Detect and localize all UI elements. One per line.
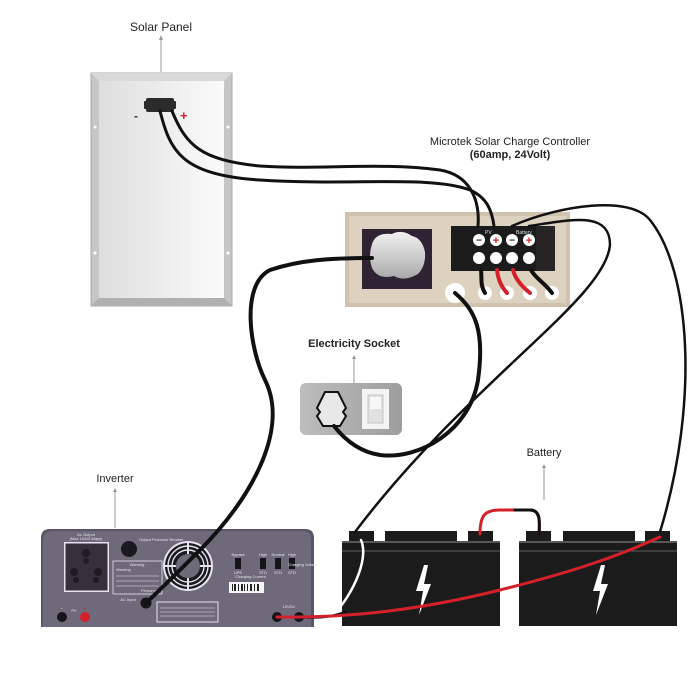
battery-terminal-negative[interactable] [349,531,374,542]
electricity-socket: Electricity Socket [300,338,402,435]
pv-plus-label: + [84,606,87,612]
svg-text:−: − [476,236,482,247]
svg-text:UPS: UPS [234,570,243,575]
pointer-arrow-icon [159,35,163,40]
ac-output-label: Ac Output [77,532,96,537]
terminal-screw [506,252,518,264]
socket-plug [315,391,348,427]
terminal-battery-label: Battery [516,230,532,236]
terminal-pv-label: PV [485,230,492,236]
wire-controller-to-ac-input [144,256,374,605]
terminal-screw [523,252,535,264]
pointer-arrow-icon [542,464,546,468]
terminal-pv-plus[interactable]: + [490,234,502,247]
panel-plus-label: + [180,108,188,123]
svg-text:High: High [288,552,296,557]
ac-input-label: AC Input [120,597,136,602]
warning-title: Warning [130,562,145,567]
barcode [229,582,264,593]
terminal-screw [490,252,502,264]
warning-box [112,560,163,595]
warning-personnel: Personnel [141,588,159,593]
controller-title: Microtek Solar Charge Controller [430,136,591,148]
svg-text:+: + [526,235,532,247]
charge-controller: Microtek Solar Charge Controller (60amp,… [345,136,590,307]
output-breaker[interactable] [121,541,137,557]
terminal-pv-minus[interactable]: − [473,234,485,247]
wire-internal-red [511,268,532,295]
breaker-label: Output Protector Breaker [139,537,184,542]
wire-socket-to-controller [332,291,483,458]
bolt-icon [593,565,608,615]
wire-battery-link [478,508,541,536]
terminal-screw [473,252,485,264]
svg-text:High: High [259,552,267,557]
svg-text:+: + [493,235,499,247]
svg-text:−: − [509,236,515,247]
panel-minus-label: - [134,109,138,123]
wire-internal-red [495,268,509,295]
controller-spec: (60amp, 24Volt) [470,149,551,161]
inverter-switch-3[interactable]: Normal STD [272,552,285,575]
battery-2 [519,531,677,626]
pv-minus-label: − [61,606,64,611]
pv-label: PV [71,608,77,613]
wire-battery-negative-white [328,538,365,620]
pv-plus-terminal[interactable] [80,612,90,622]
solar-panel-label: Solar Panel [130,20,192,34]
svg-text:STD: STD [288,570,296,575]
pointer-arrow-icon [113,488,117,492]
battery-label: Battery [527,447,562,459]
ac-output-sub-label: (Max 10A/3 Ways) [70,536,103,541]
svg-text:STD: STD [259,570,267,575]
wire-pv-positive [158,109,496,228]
terminal-battery-minus[interactable]: − [506,234,518,247]
wire-controller-battery-minus [353,218,612,534]
svg-text:Normal: Normal [272,552,285,557]
inverter-switch-4[interactable]: High STD [288,552,296,575]
inverter-switch-2[interactable]: High STD [259,552,267,575]
inverter-vent [156,601,219,623]
battery-bank: Battery [342,447,677,626]
controller-plug [370,231,426,279]
charging-voltage-label: Charging Voltage [288,562,319,567]
inverter: Inverter Ac Output (Max 10A/3 Ways) Warn… [41,473,319,627]
inverter-switch-1[interactable]: Bypass UPS [231,552,244,575]
battery-terminal-negative[interactable] [526,531,551,542]
solar-panel: Solar Panel - + [90,20,233,307]
charging-current-label: Charging Current [235,574,267,579]
inverter-label: Inverter [96,473,134,485]
pv-minus-terminal[interactable] [57,612,67,622]
battery-1 [342,531,500,626]
svg-text:STD: STD [274,570,282,575]
battery-terminal-positive[interactable] [468,531,493,542]
dc-label: 12VDC [283,604,296,609]
pointer-arrow-icon [352,355,356,359]
wire-pv-negative [170,109,480,228]
warning-line: Warning [116,567,131,572]
cooling-fan [163,541,213,591]
terminal-battery-plus[interactable]: + [523,234,535,247]
wire-dc-positive [275,535,662,619]
bolt-icon [416,565,431,615]
wire-controller-battery-plus [510,204,687,534]
wiring [144,109,687,620]
electricity-socket-label: Electricity Socket [308,338,400,350]
svg-text:Bypass: Bypass [231,552,244,557]
